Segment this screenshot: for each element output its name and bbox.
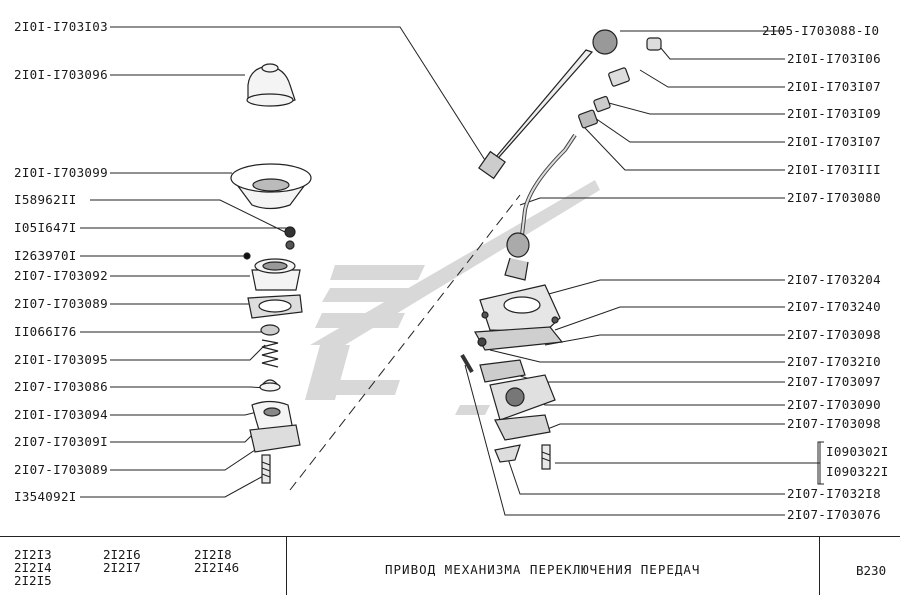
- drawing-title: ПРИВОД МЕХАНИЗМА ПЕРЕКЛЮЧЕНИЯ ПЕРЕДАЧ: [385, 562, 701, 577]
- part-label-right: 2I07-I703098: [787, 327, 881, 342]
- title-block-title-cell: [286, 537, 820, 595]
- watermark-logo: [305, 180, 600, 415]
- bolt-part: [541, 444, 551, 470]
- bracket-part: [494, 444, 521, 463]
- bolt-callout-bracket: [817, 441, 824, 485]
- washer-part: [284, 226, 296, 238]
- part-label-right: 2I07-I703080: [787, 190, 881, 205]
- part-label-right: 2I07-I703090: [787, 397, 881, 412]
- part-label-right: 2I07-I703240: [787, 299, 881, 314]
- washer-part: [285, 240, 295, 250]
- lever-parts: [460, 29, 662, 470]
- part-label-left: 2I0I-I703I03: [14, 19, 108, 34]
- selector-plate-part: [479, 359, 556, 421]
- ring-part: [260, 324, 280, 336]
- model-code: 2I2I46: [194, 560, 240, 575]
- model-code: 2I2I6: [103, 547, 141, 562]
- left-parts: [230, 63, 312, 484]
- part-label-right: 2I07-I703076: [787, 507, 881, 522]
- part-label-right: 2I05-I703088-I0: [762, 23, 880, 38]
- title-block: [0, 536, 900, 595]
- spring-part: [261, 339, 279, 368]
- gasket-part: [474, 326, 564, 351]
- assembly-axis-line: [289, 194, 521, 491]
- page-code: B230: [856, 563, 887, 578]
- part-label-right: I090322I: [826, 464, 889, 479]
- spring-cap-part: [259, 379, 281, 392]
- part-label-right: 2I0I-I703I09: [787, 106, 881, 121]
- part-label-left: 2I07-I703089: [14, 462, 108, 477]
- part-label-right: 2I0I-I703I06: [787, 51, 881, 66]
- nut-part: [646, 37, 662, 51]
- part-label-right: 2I07-I703204: [787, 272, 881, 287]
- model-code: 2I2I5: [14, 573, 52, 588]
- part-label-left: I263970I: [14, 248, 77, 263]
- part-label-right: 2I0I-I703III: [787, 162, 881, 177]
- part-label-right: 2I0I-I703I07: [787, 79, 881, 94]
- part-label-left: 2I07-I703086: [14, 379, 108, 394]
- shift-lever-part: [520, 133, 577, 236]
- part-label-left: 2I0I-I703094: [14, 407, 108, 422]
- knob-part: [592, 29, 618, 55]
- model-code: 2I2I4: [14, 560, 52, 575]
- part-label-left: I354092I: [14, 489, 77, 504]
- ball-joint-part: [506, 232, 530, 258]
- title-block-models-cell: [0, 537, 287, 595]
- upper-housing-part: [479, 284, 561, 333]
- part-label-right: 2I0I-I703I07: [787, 134, 881, 149]
- nut-part: [578, 109, 598, 129]
- spring-pin-part: [460, 353, 474, 374]
- washer-part: [477, 337, 487, 347]
- part-label-left: I58962II: [14, 192, 77, 207]
- nut-part: [593, 95, 611, 113]
- part-label-left: 2I07-I703092: [14, 268, 108, 283]
- part-label-left: 2I0I-I703099: [14, 165, 108, 180]
- part-label-right: 2I07-I703097: [787, 374, 881, 389]
- lever-lower-part: [504, 257, 529, 281]
- part-label-right: 2I07-I7032I8: [787, 486, 881, 501]
- part-label-left: II066I76: [14, 324, 77, 339]
- model-code: 2I2I3: [14, 547, 52, 562]
- part-label-right: I090302I: [826, 444, 889, 459]
- gasket-part: [247, 294, 303, 319]
- rubber-boot-part: [246, 63, 296, 107]
- part-label-left: 2I07-I70309I: [14, 434, 108, 449]
- model-code: 2I2I8: [194, 547, 232, 562]
- bolt-part: [261, 454, 271, 484]
- pin-part: [243, 252, 251, 260]
- part-label-left: I05I647I: [14, 220, 77, 235]
- dust-cover-part: [230, 163, 312, 210]
- lever-rod-part: [478, 49, 594, 180]
- flange-part: [251, 258, 301, 291]
- nut-part: [608, 67, 630, 87]
- part-label-right: 2I07-I703098: [787, 416, 881, 431]
- model-code: 2I2I7: [103, 560, 141, 575]
- gasket-part: [494, 414, 551, 441]
- part-label-left: 2I0I-I703095: [14, 352, 108, 367]
- part-label-right: 2I07-I7032I0: [787, 354, 881, 369]
- lower-housing-part: [249, 400, 301, 453]
- part-label-left: 2I07-I703089: [14, 296, 108, 311]
- part-label-left: 2I0I-I703096: [14, 67, 108, 82]
